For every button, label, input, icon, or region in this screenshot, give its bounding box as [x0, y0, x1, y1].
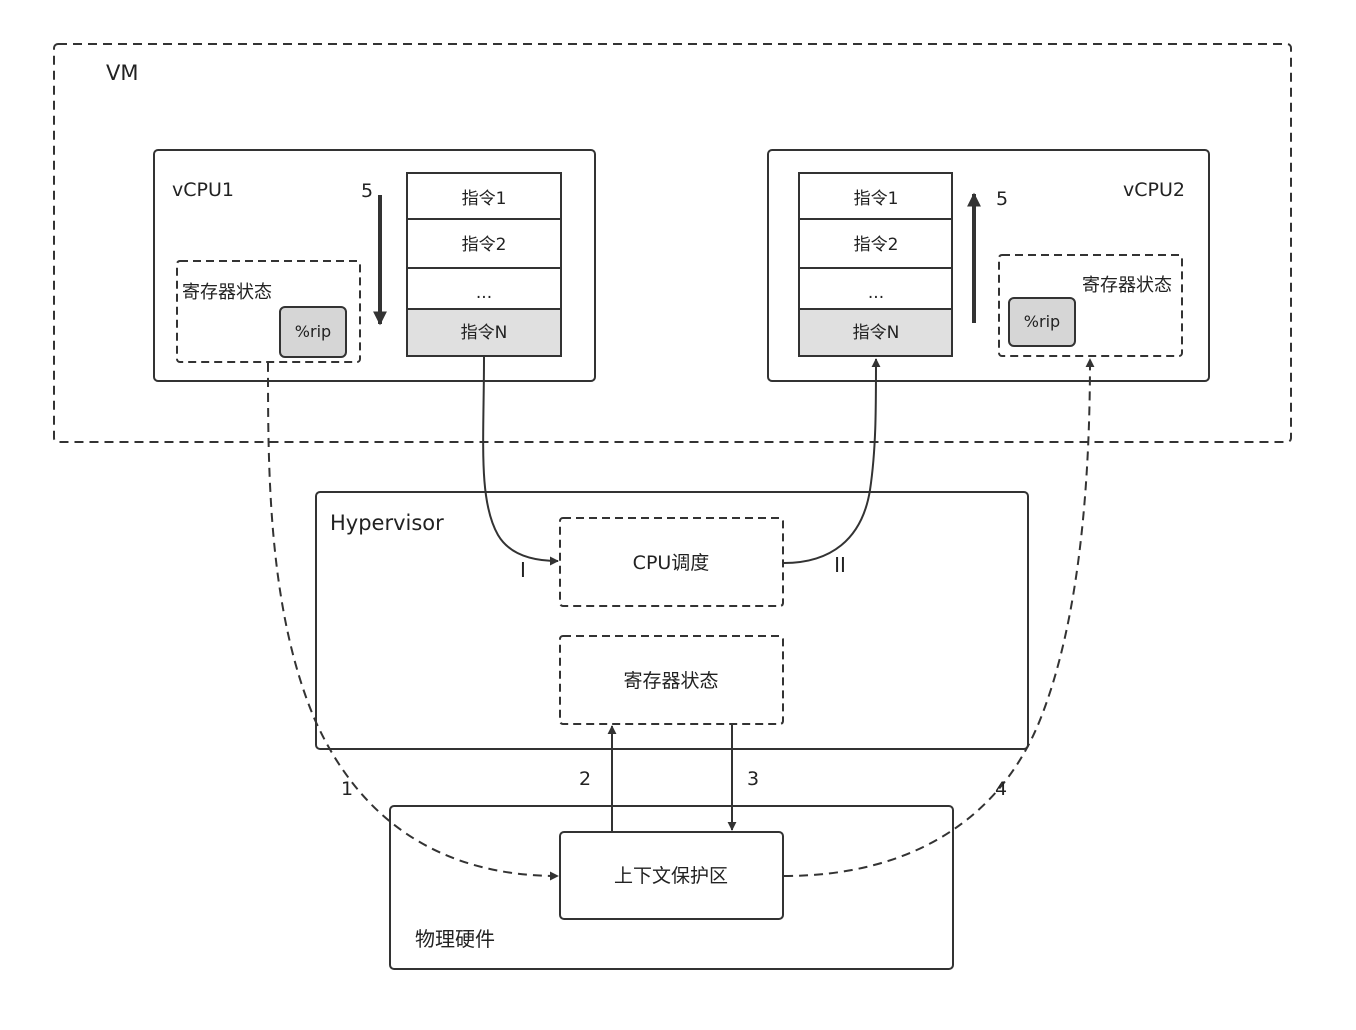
- vcpu2-box: vCPU2 指令1 指令2 ... 指令N 5 寄存器状态 %rip: [767, 149, 1210, 382]
- hypervisor-label: Hypervisor: [330, 511, 444, 535]
- switch-in-label: I: [520, 558, 526, 582]
- vcpu2-instruction-stack: 指令1 指令2 ... 指令N: [798, 172, 953, 357]
- vcpu1-instruction-ellipsis: ...: [476, 283, 492, 303]
- step-4-label: 4: [995, 778, 1007, 800]
- hardware-label: 物理硬件: [415, 927, 495, 951]
- step-3-label: 3: [747, 768, 759, 790]
- vcpu2-instruction-cell: [798, 267, 953, 310]
- vcpu1-instruction-cell-current: [406, 308, 562, 357]
- vcpu2-instruction-cell-current: [798, 308, 953, 357]
- context-area-label: 上下文保护区: [614, 865, 728, 887]
- vm-label: VM: [106, 61, 138, 85]
- vcpu1-rip-register: [279, 306, 347, 358]
- hypervisor-register-state-label: 寄存器状态: [623, 670, 718, 692]
- vcpu2-step-5-label: 5: [996, 188, 1008, 210]
- hypervisor-box: Hypervisor CPU调度 寄存器状态 I II: [315, 491, 1029, 750]
- vcpu2-register-state: 寄存器状态 %rip: [998, 254, 1183, 357]
- vcpu1-instruction-2: 指令2: [462, 235, 507, 255]
- hypervisor-register-state-box: 寄存器状态: [559, 635, 784, 725]
- vcpu1-instruction-n: 指令N: [461, 323, 508, 343]
- vcpu1-box: vCPU1 寄存器状态 %rip 5 指令1 指令2 ... 指令N: [153, 149, 596, 382]
- vcpu2-instruction-cell: [798, 172, 953, 220]
- switch-out-connector: [783, 358, 881, 564]
- cpu-scheduler-label: CPU调度: [633, 552, 710, 574]
- vcpu1-label: vCPU1: [172, 179, 234, 201]
- vcpu2-label: vCPU2: [1123, 179, 1185, 201]
- vcpu1-instruction-cell: [406, 172, 562, 220]
- vm-container: VM: [53, 43, 1292, 443]
- vcpu2-instruction-n: 指令N: [853, 323, 900, 343]
- vcpu1-instruction-1: 指令1: [462, 189, 507, 209]
- cpu-scheduler-box: CPU调度: [559, 517, 784, 607]
- vcpu1-instruction-cell: [406, 267, 562, 310]
- vcpu2-register-state-label: 寄存器状态: [1082, 275, 1172, 296]
- context-area-box: 上下文保护区: [559, 831, 784, 920]
- vcpu1-register-state-label: 寄存器状态: [182, 282, 272, 303]
- step-1-save-connector: [267, 362, 559, 881]
- step-1-label: 1: [341, 778, 353, 800]
- vcpu1-register-state: 寄存器状态 %rip: [176, 260, 361, 363]
- vcpu1-instruction-stack: 指令1 指令2 ... 指令N: [406, 172, 562, 357]
- switch-in-connector: [482, 356, 559, 566]
- vcpu2-instruction-1: 指令1: [854, 189, 899, 209]
- hardware-box: 物理硬件 上下文保护区: [389, 805, 954, 970]
- vcpu2-instruction-2: 指令2: [854, 235, 899, 255]
- vcpu1-step-5-label: 5: [361, 180, 373, 202]
- vcpu2-instruction-cell: [798, 218, 953, 269]
- vcpu2-instruction-ellipsis: ...: [868, 283, 884, 303]
- vcpu2-rip-register: [1008, 297, 1076, 347]
- vcpu1-rip-label: %rip: [295, 322, 331, 341]
- switch-out-label: II: [834, 553, 846, 577]
- step-4-restore-connector: [783, 358, 1095, 877]
- vcpu2-rip-label: %rip: [1024, 312, 1060, 331]
- step-2-label: 2: [579, 768, 591, 790]
